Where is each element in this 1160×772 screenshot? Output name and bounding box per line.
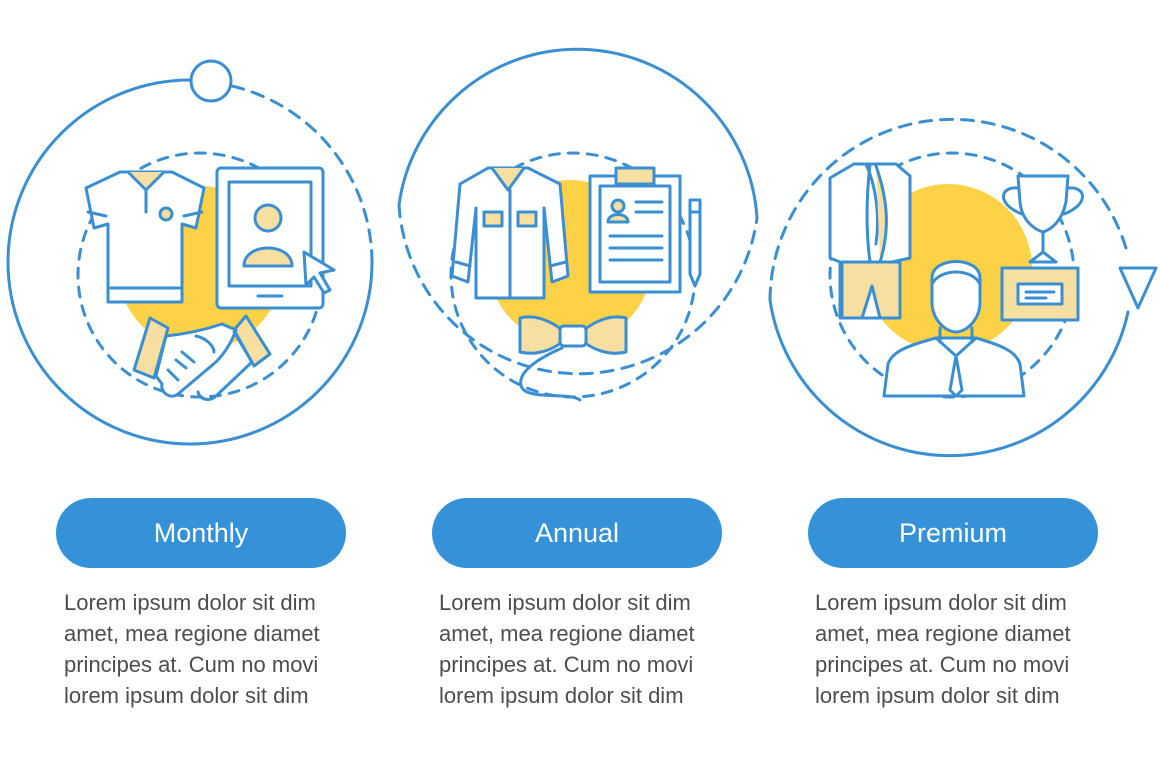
- tuxedo-icon: [828, 162, 912, 320]
- description-line: amet, mea regione diamet: [64, 621, 320, 646]
- annual-outer-ring-dashed: [397, 203, 759, 376]
- polo-shirt-icon: [84, 170, 206, 304]
- businessman-icon: [882, 260, 1026, 398]
- plan-label: Monthly: [153, 517, 249, 548]
- clipboard-resume-icon: [588, 166, 682, 294]
- end-arrow-icon: [1118, 266, 1158, 310]
- description-line: principes at. Cum no movi: [439, 652, 694, 677]
- description-line: lorem ipsum dolor sit dim: [64, 683, 309, 708]
- description-line: Lorem ipsum dolor sit dim: [439, 590, 691, 615]
- plan-description-premium: Lorem ipsum dolor sit dim amet, mea regi…: [815, 587, 1115, 711]
- trophy-icon: [1000, 174, 1084, 322]
- description-line: amet, mea regione diamet: [815, 621, 1071, 646]
- plan-button-premium[interactable]: Premium: [808, 498, 1098, 568]
- plan-button-annual[interactable]: Annual: [432, 498, 722, 568]
- description-line: principes at. Cum no movi: [815, 652, 1070, 677]
- plan-description-annual: Lorem ipsum dolor sit dim amet, mea regi…: [439, 587, 739, 711]
- bow-tie-icon: [518, 315, 628, 402]
- description-line: Lorem ipsum dolor sit dim: [815, 590, 1067, 615]
- description-line: lorem ipsum dolor sit dim: [815, 683, 1060, 708]
- pen-icon: [688, 198, 702, 288]
- premium-outer-ring-solid: [768, 298, 1130, 458]
- premium-outer-ring-dashed: [768, 117, 1130, 302]
- monthly-outer-ring-dashed: [230, 84, 374, 265]
- start-node-circle: [189, 59, 233, 103]
- description-line: amet, mea regione diamet: [439, 621, 695, 646]
- description-line: Lorem ipsum dolor sit dim: [64, 590, 316, 615]
- tablet-profile-icon: [215, 166, 325, 310]
- plan-button-monthly[interactable]: Monthly: [56, 498, 346, 568]
- monthly-outer-ring-solid: [6, 78, 374, 446]
- cursor-icon: [302, 250, 336, 295]
- description-line: principes at. Cum no movi: [64, 652, 319, 677]
- plan-label: Premium: [898, 517, 1007, 548]
- annual-outer-ring-solid: [397, 47, 759, 220]
- annual-panel: [397, 47, 759, 402]
- plan-description-monthly: Lorem ipsum dolor sit dim amet, mea regi…: [64, 587, 364, 711]
- plan-label: Annual: [534, 517, 620, 548]
- premium-panel: [768, 117, 1158, 458]
- description-line: lorem ipsum dolor sit dim: [439, 683, 684, 708]
- monthly-panel: [6, 59, 374, 446]
- handshake-icon: [132, 314, 272, 401]
- shirt-icon: [450, 166, 570, 300]
